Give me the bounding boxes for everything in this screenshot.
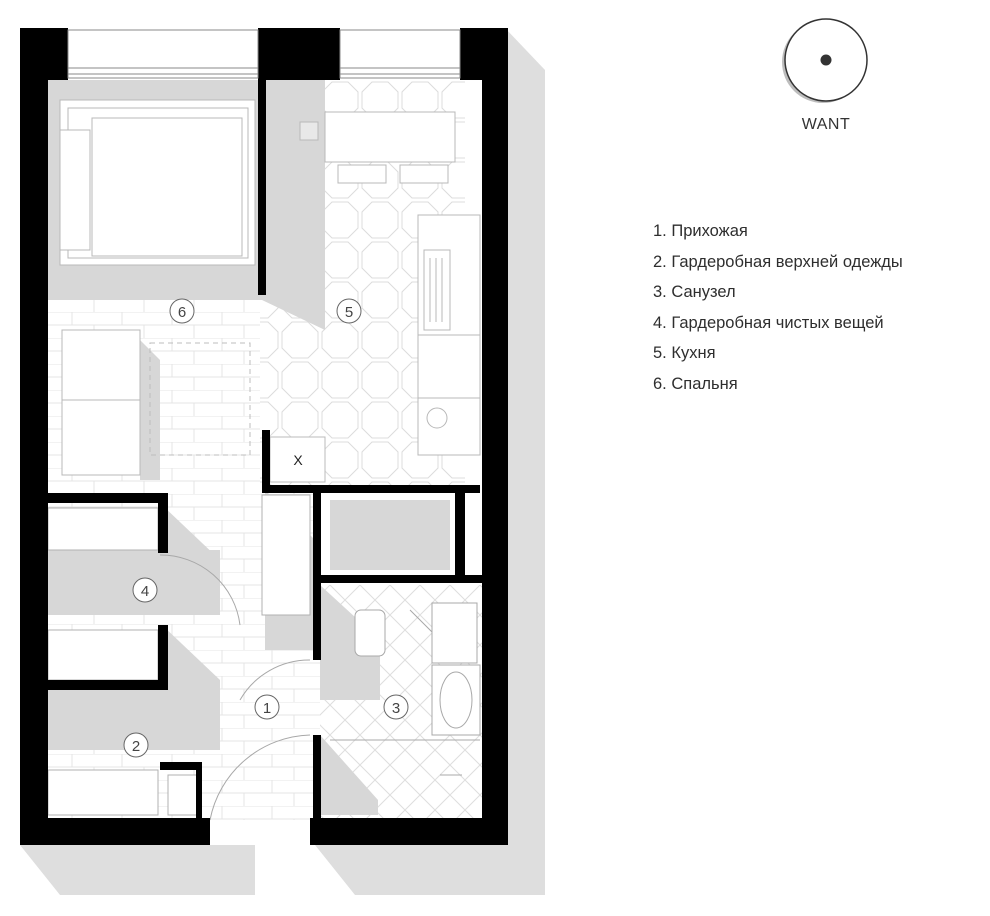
rug xyxy=(149,342,251,456)
svg-text:1: 1 xyxy=(263,700,271,717)
kitchen-counter xyxy=(417,214,481,456)
legend-item: 2. Гардеробная верхней одежды xyxy=(653,252,903,271)
sofa xyxy=(61,329,141,476)
room-marker-2: 2 xyxy=(123,732,149,758)
room-marker-1: 1 xyxy=(254,694,280,720)
kitchen-table xyxy=(299,111,456,184)
legend-item: 3. Санузел xyxy=(653,283,736,301)
windows xyxy=(67,29,461,79)
svg-text:5: 5 xyxy=(345,304,353,321)
room-marker-6: 6 xyxy=(169,298,195,324)
svg-text:2: 2 xyxy=(132,738,140,755)
room-marker-5: 5 xyxy=(336,298,362,324)
door-swings xyxy=(159,554,441,821)
legend-item: 4. Гардеробная чистых вещей xyxy=(653,313,884,332)
legend-item: 6. Спальня xyxy=(653,374,738,393)
svg-text:3: 3 xyxy=(392,700,400,717)
kitchen-x-box: X xyxy=(269,436,326,483)
walls xyxy=(20,28,508,845)
wardrobes xyxy=(47,494,311,816)
bathroom-fixtures xyxy=(330,602,481,776)
bed xyxy=(59,99,256,266)
svg-text:4: 4 xyxy=(141,583,149,600)
room-legend: 1. Прихожая 2. Гардеробная верхней одежд… xyxy=(653,216,973,399)
brand-label: WANT xyxy=(801,116,851,133)
legend-item: 5. Кухня xyxy=(653,344,716,362)
svg-text:6: 6 xyxy=(178,304,186,321)
legend-item: 1. Прихожая xyxy=(653,222,748,240)
compass-logo-icon xyxy=(782,18,868,103)
kitchen-x-mark: X xyxy=(293,452,303,468)
room-marker-3: 3 xyxy=(383,694,409,720)
room-markers: 1 2 3 4 5 6 xyxy=(123,298,409,758)
room-marker-4: 4 xyxy=(132,577,158,603)
plan-shadows xyxy=(20,28,545,895)
